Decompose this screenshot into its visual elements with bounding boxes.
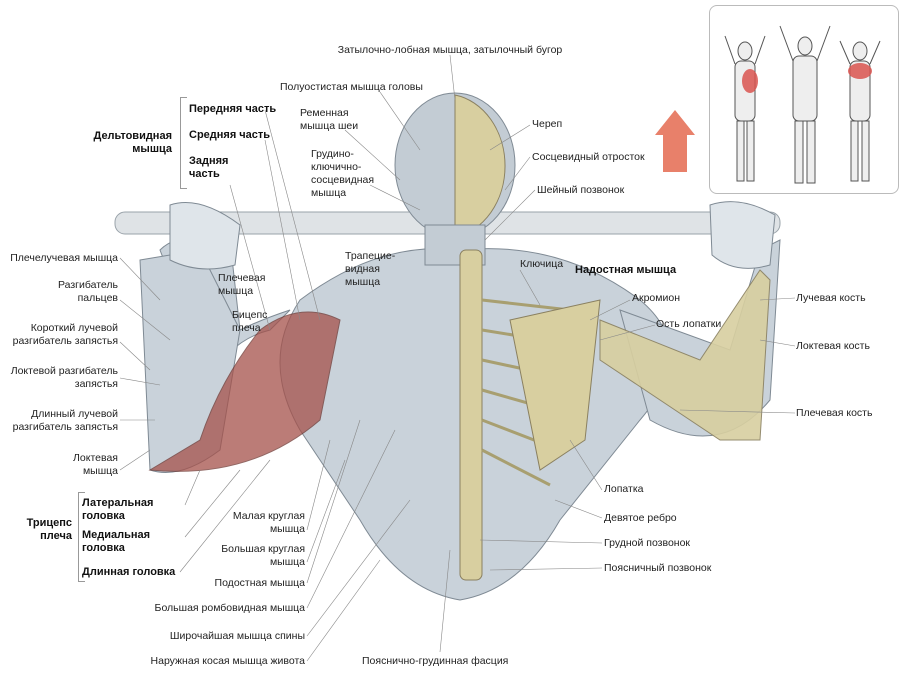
label-humerus: Плечевая кость	[796, 407, 873, 419]
left-triceps	[148, 311, 341, 472]
label-cervical: Шейный позвонок	[537, 184, 625, 196]
label-ulna: Локтевая кость	[796, 340, 870, 352]
label-deltoid-front: Передняя часть	[189, 103, 277, 115]
spine	[459, 249, 483, 581]
label-extensor-digitorum: Разгибатель пальцев	[57, 279, 118, 304]
label-brachialis: Плечевая мышца	[218, 272, 266, 297]
label-clavicle: Ключица	[520, 258, 564, 270]
label-splenius: Ременная мышца шеи	[300, 107, 359, 132]
label-radius: Лучевая кость	[796, 292, 866, 304]
label-scapula: Лопатка	[604, 483, 644, 495]
label-skull: Череп	[532, 118, 563, 130]
label-lumbar-vertebra: Поясничный позвонок	[604, 562, 712, 574]
label-triceps-long: Длинная головка	[82, 566, 176, 578]
label-mastoid: Сосцевидный отросток	[532, 151, 645, 163]
label-ecrl: Длинный лучевой разгибатель запястья	[12, 408, 118, 433]
label-deltoid: Дельтовидная мышца	[93, 130, 172, 155]
left-fist	[169, 202, 241, 270]
label-biceps: Бицепс плеча	[232, 309, 268, 334]
label-ninth-rib: Девятое ребро	[604, 512, 677, 524]
label-semispinalis: Полуостистая мышца головы	[280, 81, 423, 93]
deltoid-bracket	[180, 97, 187, 189]
triceps-bracket	[78, 492, 85, 582]
label-teres-minor: Малая круглая мышца	[232, 510, 305, 535]
label-ecrb: Короткий лучевой разгибатель запястья	[12, 322, 118, 347]
label-thoracolumbar-fascia: Пояснично-грудинная фасция	[362, 655, 509, 667]
pullup-figures	[724, 25, 881, 184]
label-brachioradialis: Плечелучевая мышца	[10, 252, 118, 264]
label-latissimus: Широчайшая мышца спины	[169, 630, 305, 642]
label-anconeus: Локтевая мышца	[73, 452, 118, 477]
label-supraspinatus: Надостная мышца	[575, 264, 677, 276]
label-ecu: Локтевой разгибатель запястья	[10, 365, 118, 390]
right-fist	[709, 201, 776, 269]
label-teres-major: Большая круглая мышца	[221, 543, 305, 568]
scapula	[509, 299, 601, 471]
label-deltoid-rear: Задняя часть	[189, 155, 229, 180]
leader-lines	[119, 54, 796, 662]
label-trapezius: Трапецие-видная мышца	[345, 250, 396, 288]
label-triceps: Трицепс плеча	[26, 517, 72, 542]
label-triceps-medial: Медиальная головка	[82, 529, 151, 554]
right-arm-bones	[599, 269, 771, 441]
label-sternocleidomastoid: Грудино-ключично-сосцевидная мышца	[311, 148, 375, 199]
label-spine-of-scapula: Ость лопатки	[656, 318, 722, 330]
label-deltoid-middle: Средняя часть	[189, 129, 271, 141]
label-occipitofrontalis: Затылочно-лобная мышца, затылочный бугор	[337, 44, 563, 56]
label-acromion: Акромион	[632, 292, 680, 304]
label-rhomboid: Большая ромбовидная мышца	[154, 602, 305, 614]
label-thoracic-vertebra: Грудной позвонок	[604, 537, 691, 549]
label-triceps-lateral: Латеральная головка	[82, 497, 154, 522]
up-arrow-icon	[655, 110, 695, 172]
label-external-oblique: Наружная косая мышца живота	[150, 655, 305, 667]
pullup-figures-inset	[709, 5, 899, 194]
label-infraspinatus: Подостная мышца	[214, 577, 305, 589]
